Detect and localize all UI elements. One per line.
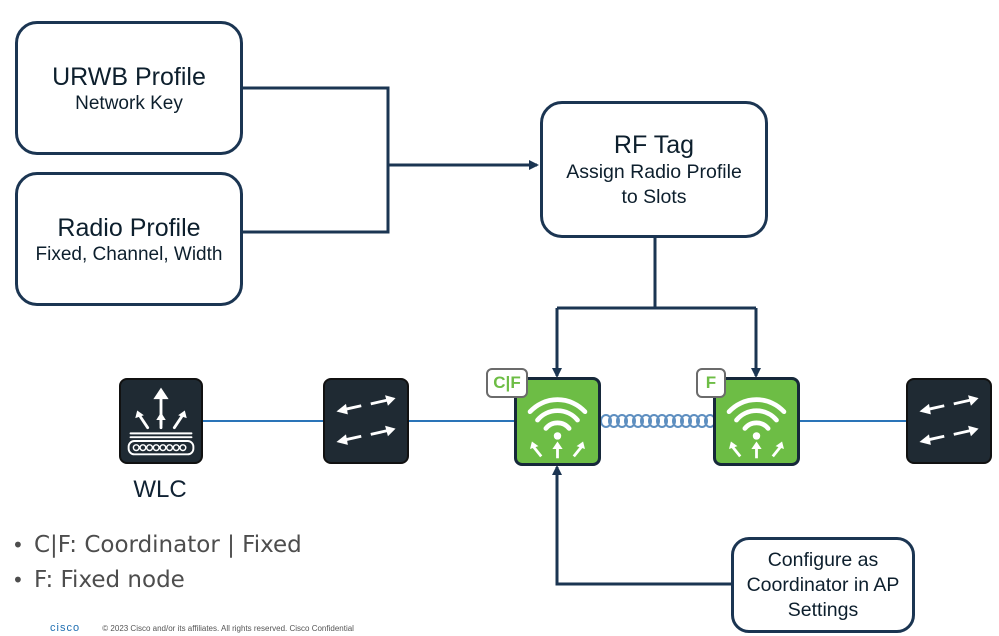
urwb-profile-box: URWB Profile Network Key <box>15 21 243 155</box>
configure-box: Configure as Coordinator in AP Settings <box>731 537 915 633</box>
access-point-icon-fixed <box>713 377 800 466</box>
wlc-controller-icon <box>119 378 203 464</box>
switch-icon-right <box>906 378 992 464</box>
radio-profile-title: Radio Profile <box>57 213 201 242</box>
rf-tag-box: RF Tag Assign Radio Profile to Slots <box>540 101 768 238</box>
ap2-role-badge: F <box>696 368 726 398</box>
rf-tag-line2: to Slots <box>621 185 687 208</box>
radio-profile-box: Radio Profile Fixed, Channel, Width <box>15 172 243 306</box>
access-point-icon-coordinator <box>514 377 601 466</box>
legend-item-coordinator: • C|F: Coordinator | Fixed <box>12 532 302 558</box>
wlc-label: WLC <box>133 476 187 503</box>
urwb-profile-subtitle: Network Key <box>75 92 183 114</box>
cisco-logo: cisco <box>50 622 81 634</box>
switch-icon-left <box>323 378 409 464</box>
configure-line3: Settings <box>787 598 859 621</box>
configure-line1: Configure as <box>767 548 879 571</box>
legend-text: C|F: Coordinator | Fixed <box>34 532 302 558</box>
footer-copyright: © 2023 Cisco and/or its affiliates. All … <box>102 624 354 633</box>
configure-line2: Coordinator in AP <box>746 573 900 596</box>
ap1-role-badge: C|F <box>486 368 528 398</box>
rf-tag-title: RF Tag <box>613 130 695 159</box>
legend-bullet: • <box>12 533 24 557</box>
legend-item-fixed: • F: Fixed node <box>12 567 185 593</box>
urwb-connector <box>240 86 390 165</box>
radio-connector <box>240 165 390 234</box>
wireless-link <box>600 414 716 428</box>
legend-text: F: Fixed node <box>34 567 185 593</box>
legend-bullet: • <box>12 568 24 592</box>
configure-connector <box>555 470 731 586</box>
radio-profile-subtitle: Fixed, Channel, Width <box>35 243 223 265</box>
urwb-profile-title: URWB Profile <box>52 62 206 91</box>
rf-tag-line1: Assign Radio Profile <box>566 160 742 183</box>
footer: cisco © 2023 Cisco and/or its affiliates… <box>50 622 354 634</box>
